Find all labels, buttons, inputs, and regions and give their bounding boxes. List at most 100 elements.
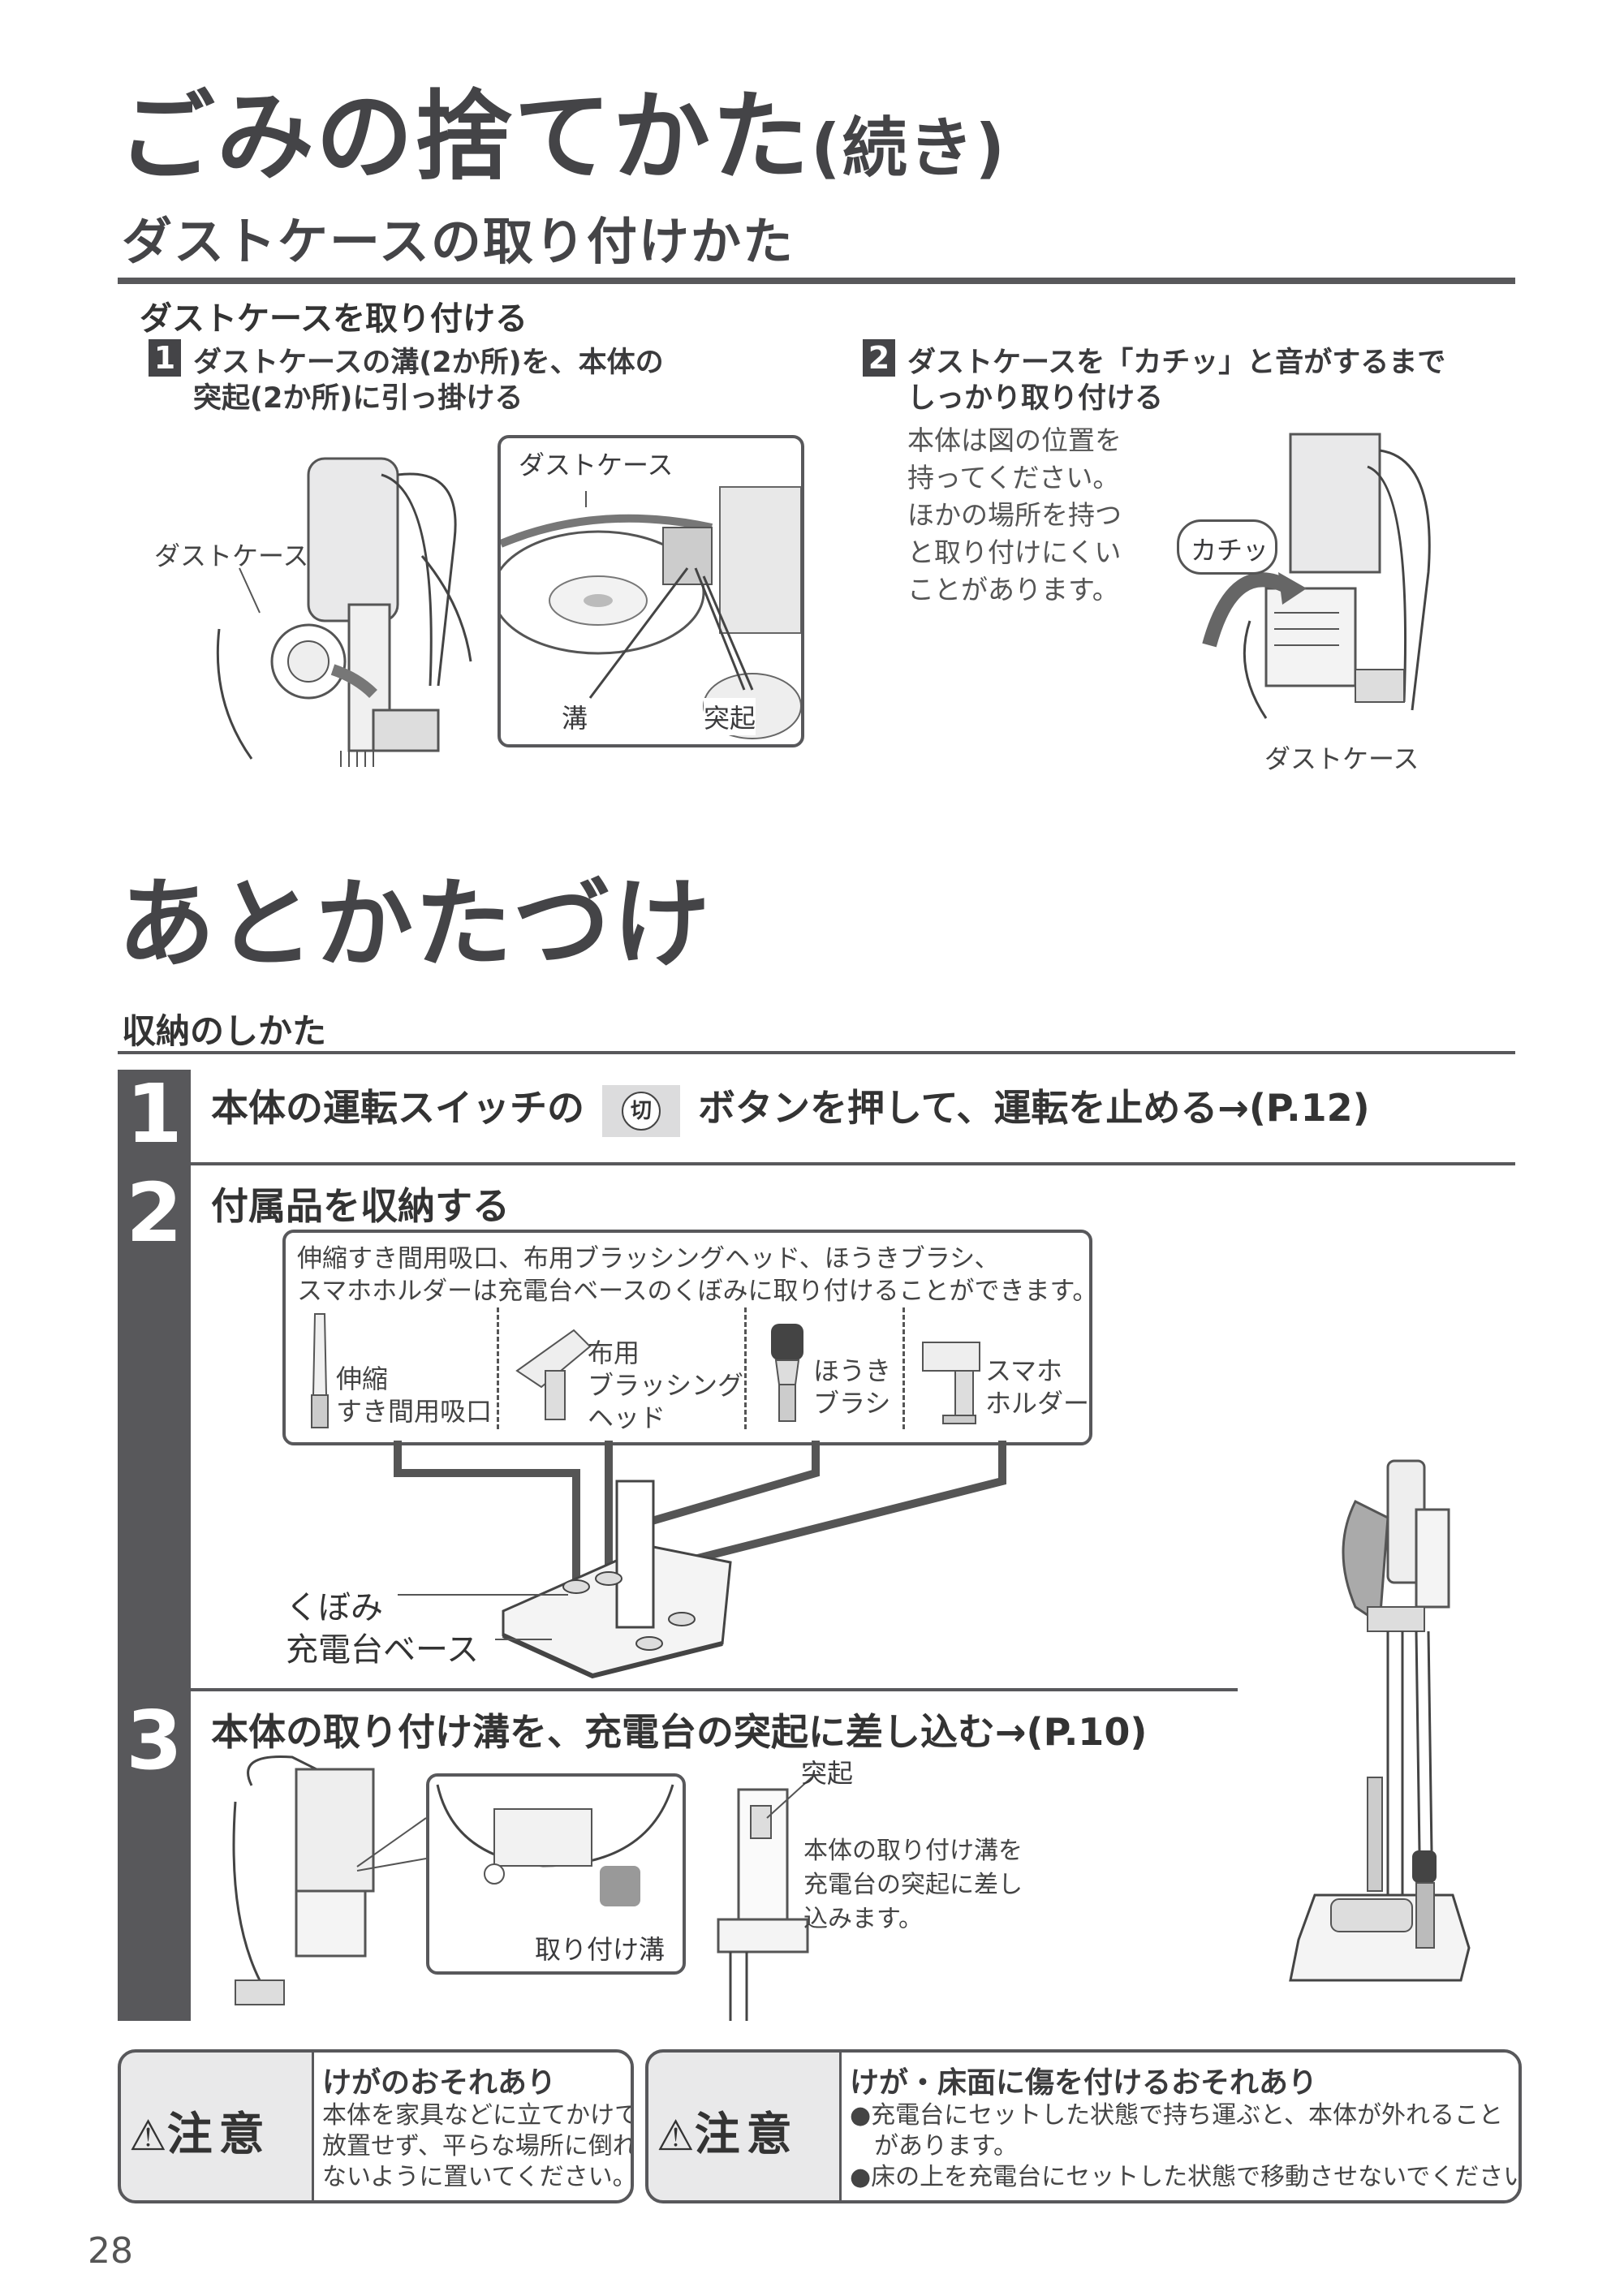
page-title: ごみの捨てかた(続き) [118, 81, 1006, 205]
projection-leader [766, 1777, 812, 1819]
warning-icon: ⚠ [657, 2112, 695, 2160]
step1-instruction-line1: ダストケースの溝(2か所)を、本体の [193, 347, 664, 379]
label-line: ホルダー [985, 1388, 1090, 1419]
step1-instruction-line2: 突起(2か所)に引っ掛ける [193, 382, 523, 415]
step-divider [191, 1162, 1515, 1165]
cleanup-step-number-1: 1 [126, 1066, 183, 1161]
caution-line: ●床の上を充電台にセットした状態で移動させないでください。 [850, 2163, 1522, 2191]
label-recess: くぼみ [286, 1589, 383, 1626]
caution-line: 放置せず、平らな場所に倒れ [322, 2132, 634, 2160]
cleanup-step1-text-after: ボタンを押して、運転を止める→(P.12) [698, 1086, 1370, 1130]
label-mounting-groove: 取り付け溝 [535, 1929, 666, 1966]
vacuum-insert-illustration [232, 1755, 375, 2005]
section-rule [118, 278, 1515, 284]
subsection-rule [118, 1051, 1515, 1054]
note-line: 充電台の突起に差し [803, 1871, 1023, 1899]
accessory-label-fabric-brush: 布用 ブラッシング ヘッド [588, 1337, 743, 1434]
zoom-label-dustcase: ダストケース [519, 445, 674, 482]
zoom-label-groove: 溝 [562, 698, 588, 735]
label-projection: 突起 [801, 1758, 854, 1789]
note-line: ほかの場所を持つ [907, 499, 1122, 531]
caution-badge: ⚠注意 [129, 2098, 271, 2164]
accessory-label-phone-holder: スマホ ホルダー [985, 1355, 1089, 1419]
label-line: ほうき [813, 1355, 892, 1386]
cleanup-step-number-2: 2 [126, 1165, 183, 1260]
charging-post-illustration [717, 1788, 809, 2021]
step-number-2: 2 [863, 339, 895, 377]
label-line: ブラッシング [588, 1370, 744, 1401]
dashed-divider [744, 1307, 747, 1429]
accessory-info-line1: 伸縮すき間用吸口、布用ブラッシングヘッド、ほうきブラシ、 [297, 1244, 1000, 1273]
broom-brush-icon [771, 1324, 803, 1422]
subsection-title: ダストケースを取り付ける [140, 300, 528, 338]
label-dustcase-right: ダストケース [1264, 743, 1419, 774]
zoom-connector [356, 1817, 427, 1872]
groove-zoom-illustration [436, 1784, 674, 1906]
leader-line [239, 567, 261, 614]
cleanup-step2-text: 付属品を収納する [211, 1184, 510, 1228]
crevice-tool-icon [311, 1313, 329, 1428]
step3-note: 本体の取り付け溝を 充電台の突起に差し 込みます。 [803, 1834, 1023, 1936]
step-number-1: 1 [149, 339, 181, 377]
accessory-info-box: 伸縮すき間用吸口、布用ブラッシングヘッド、ほうきブラシ、 スマホホルダーは充電台… [282, 1230, 1097, 1445]
accessory-label-broom-brush: ほうき ブラシ [813, 1355, 891, 1419]
vacuum-attach-illustration [216, 457, 472, 767]
caution-box-1: ⚠注意 けがのおそれあり 本体を家具などに立てかけて 放置せず、平らな場所に倒れ… [118, 2049, 634, 2203]
click-sound-bubble: カチッ [1177, 519, 1277, 575]
off-button-label: 切 [622, 1091, 661, 1131]
zoom-detail-illustration [501, 486, 801, 739]
zoom-label-projection: 突起 [704, 698, 756, 735]
note-line: 持ってください。 [907, 462, 1120, 493]
dashed-divider [497, 1307, 499, 1429]
label-line: 布用 [588, 1338, 640, 1368]
page-number: 28 [88, 2230, 133, 2272]
note-line: ことがあります。 [907, 574, 1119, 605]
note-line: 本体は図の位置を [907, 424, 1122, 456]
label-line: 伸縮 [336, 1363, 389, 1394]
step2-instruction-line2: しっかり取り付ける [907, 382, 1164, 415]
dashed-divider [902, 1307, 905, 1429]
page-title-suffix: (続き) [811, 110, 1007, 186]
fabric-brush-head-icon [515, 1329, 592, 1420]
step2-instruction-line1: ダストケースを「カチッ」と音がするまで [907, 347, 1446, 379]
groove-zoom-box: 取り付け溝 [426, 1773, 686, 1975]
vacuum-on-charger-illustration [1289, 1459, 1471, 1982]
off-button: 切 [602, 1084, 681, 1137]
note-line: 本体の取り付け溝を [803, 1837, 1023, 1865]
label-line: すき間用吸口 [336, 1396, 493, 1427]
caution-line: があります。 [850, 2132, 1018, 2160]
step-divider [191, 1688, 1238, 1691]
section-title-dustcase: ダストケースの取り付けかた [122, 212, 795, 271]
caution-line: 本体を家具などに立てかけて [322, 2101, 634, 2130]
caution-badge-text: 注意 [166, 2109, 271, 2161]
note-line: 込みます。 [803, 1905, 923, 1933]
caution-box-2: ⚠注意 けが・床面に傷を付けるおそれあり ●充電台にセットした状態で持ち運ぶと、… [645, 2049, 1522, 2203]
vacuum-click-illustration [1202, 433, 1431, 719]
accessory-label-crevice: 伸縮 すき間用吸口 [336, 1363, 492, 1428]
note-line: と取り付けにくい [907, 536, 1122, 568]
warning-icon: ⚠ [129, 2112, 167, 2160]
caution-badge: ⚠注意 [657, 2098, 799, 2164]
caution-line: ●充電台にセットした状態で持ち運ぶと、本体が外れること [850, 2101, 1503, 2130]
accessory-info-line2: スマホホルダーは充電台ベースのくぼみに取り付けることができます。 [297, 1277, 1098, 1306]
charging-base-illustration [394, 1441, 1006, 1679]
label-line: スマホ [985, 1355, 1063, 1386]
caution-line: ないように置いてください。 [322, 2163, 634, 2191]
cleanup-step-number-3: 3 [126, 1693, 183, 1788]
caution-heading: けがのおそれあり [322, 2066, 557, 2100]
section-title-cleanup: あとかたづけ [118, 868, 712, 981]
caution-body: けが・床面に傷を付けるおそれあり ●充電台にセットした状態で持ち運ぶと、本体が外… [839, 2053, 1518, 2200]
zoom-detail-box: ダストケース 溝 突起 [498, 435, 804, 747]
label-charging-base: 充電台ベース [286, 1631, 479, 1669]
cleanup-step1-text-before: 本体の運転スイッチの [211, 1086, 584, 1130]
label-line: ブラシ [813, 1388, 891, 1419]
step2-note: 本体は図の位置を 持ってください。 ほかの場所を持つ と取り付けにくい ことがあ… [907, 422, 1122, 609]
label-line: ヘッド [588, 1402, 666, 1433]
caution-heading: けが・床面に傷を付けるおそれあり [850, 2066, 1318, 2100]
page-title-main: ごみの捨てかた [118, 81, 811, 194]
cleanup-step1-text: 本体の運転スイッチの 切 ボタンを押して、運転を止める→(P.12) [211, 1083, 1370, 1137]
step-column [118, 1070, 191, 2021]
caution-badge-text: 注意 [694, 2109, 799, 2161]
subsection-title-storage: 収納のしかた [122, 1011, 327, 1051]
cleanup-step3-text: 本体の取り付け溝を、充電台の突起に差し込む→(P.10) [211, 1710, 1148, 1754]
